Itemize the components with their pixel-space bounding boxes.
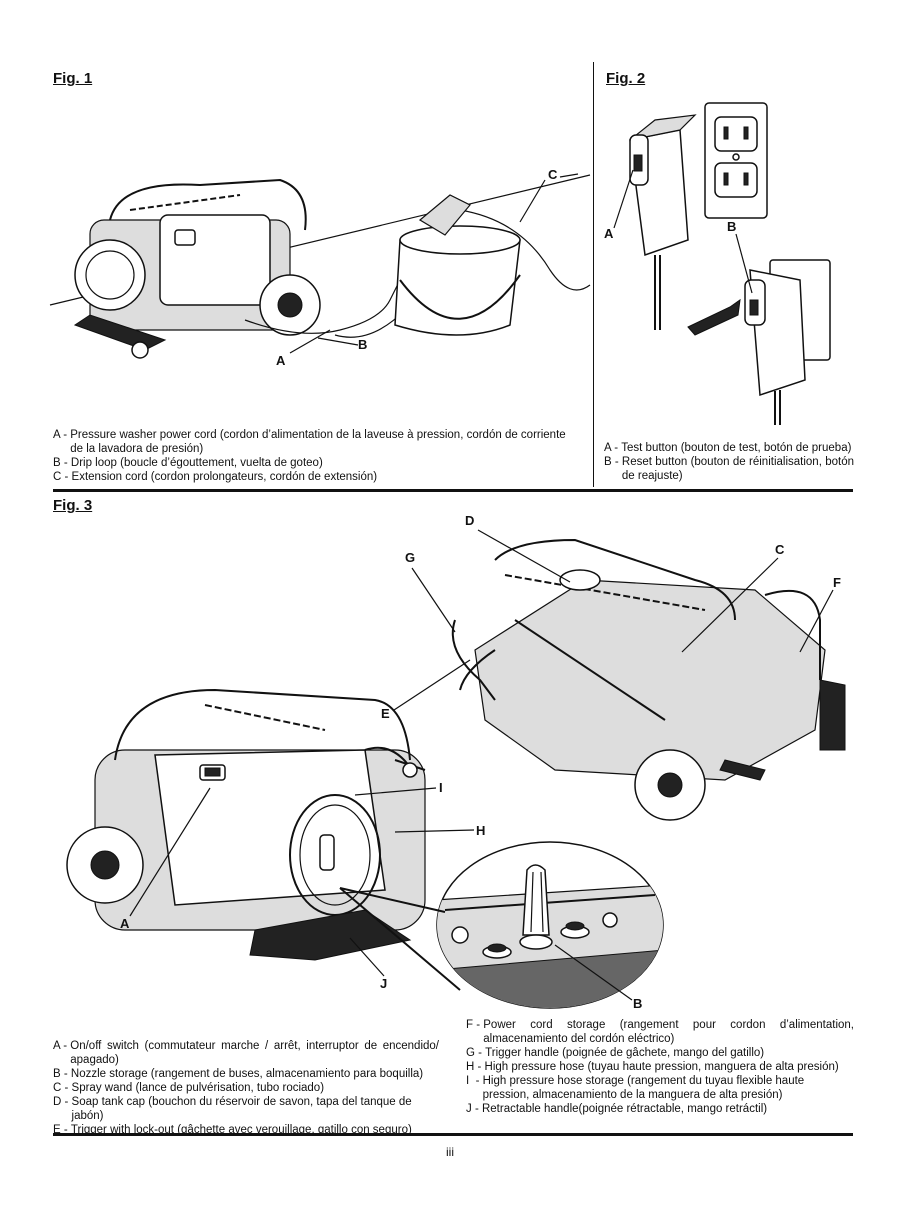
fig2-legend-item-b: B - Reset button (bouton de réinitialisa… <box>604 456 854 482</box>
fig3-legend-item-g: G - Trigger handle (poignée de gâchete, … <box>466 1047 765 1059</box>
fig3-illustration-front <box>66 688 426 961</box>
fig3-callout-f: F <box>833 575 841 590</box>
fig3-legend-item-j: J - Retractable handle(poignée rétractab… <box>466 1103 768 1115</box>
fig3-legend-left: A - On/off switch (commutateur marche / … <box>53 1039 439 1137</box>
fig3-callout-a: A <box>120 916 130 931</box>
column-divider <box>593 62 594 487</box>
wall-outlet-drawing <box>704 102 768 219</box>
fig3-legend-item-h: H - High pressure hose (tuyau haute pres… <box>466 1061 839 1073</box>
fig1-callout-b: B <box>358 337 368 352</box>
fig3-callout-b: B <box>633 996 643 1011</box>
fig2-legend-item-a: A - Test button (bouton de test, botón d… <box>604 442 852 454</box>
fig1-legend-item-b: B - Drip loop (boucle d’égouttement, vue… <box>53 457 323 469</box>
fig3-callout-d: D <box>465 513 475 528</box>
fig1-callout-a: A <box>276 353 286 368</box>
fig3-legend-item-i: I - High pressure hose storage (rangemen… <box>466 1075 805 1101</box>
fig1-callout-c: C <box>548 167 558 182</box>
fig2-illustration <box>629 102 831 425</box>
fig2-title: Fig. 2 <box>606 70 646 87</box>
fig3-callout-h: H <box>476 823 486 838</box>
fig1-legend: A - Pressure washer power cord (cordon d… <box>53 428 578 484</box>
fig2-callout-a: A <box>604 226 614 241</box>
fig3-illustration-rear <box>451 538 846 821</box>
fig1-title: Fig. 1 <box>53 70 93 87</box>
section-divider-top <box>53 489 853 492</box>
fig1-legend-item-c: C - Extension cord (cordon prolongateurs… <box>53 471 378 483</box>
fig3-callout-i: I <box>439 780 443 795</box>
fig1-illustration <box>49 174 591 359</box>
fig3-legend-item-d: D - Soap tank cap (bouchon du réservoir … <box>53 1096 412 1122</box>
fig3-legend-item-c: C - Spray wand (lance de pulvérisation, … <box>53 1082 325 1094</box>
fig2-legend: A - Test button (bouton de test, botón d… <box>604 441 854 483</box>
gfci-plug-a-drawing <box>629 114 697 330</box>
pressure-washer-drawing <box>73 178 321 359</box>
fig3-legend-item-b: B - Nozzle storage (rangement de buses, … <box>53 1068 424 1080</box>
fig3-callout-g: G <box>405 550 416 565</box>
section-divider-bottom <box>53 1133 853 1136</box>
fig3-callout-e: E <box>381 706 390 721</box>
page-number: iii <box>446 1145 454 1159</box>
fig3-callout-c: C <box>775 542 785 557</box>
fig3-legend-item-f: F - Power cord storage (rangement pour c… <box>466 1019 854 1045</box>
fig2-callout-b: B <box>727 219 737 234</box>
fig3-title: Fig. 3 <box>53 497 93 514</box>
bucket-drawing <box>394 225 521 336</box>
fig1-legend-item-a: A - Pressure washer power cord (cordon d… <box>53 429 566 455</box>
fig3-detail-magnifier <box>436 841 664 1009</box>
gfci-plug-b-drawing <box>687 259 831 425</box>
fig3-legend-right: F - Power cord storage (rangement pour c… <box>466 1018 854 1116</box>
fig3-callout-j: J <box>380 976 388 991</box>
fig3-legend-item-a: A - On/off switch (commutateur marche / … <box>53 1040 439 1066</box>
